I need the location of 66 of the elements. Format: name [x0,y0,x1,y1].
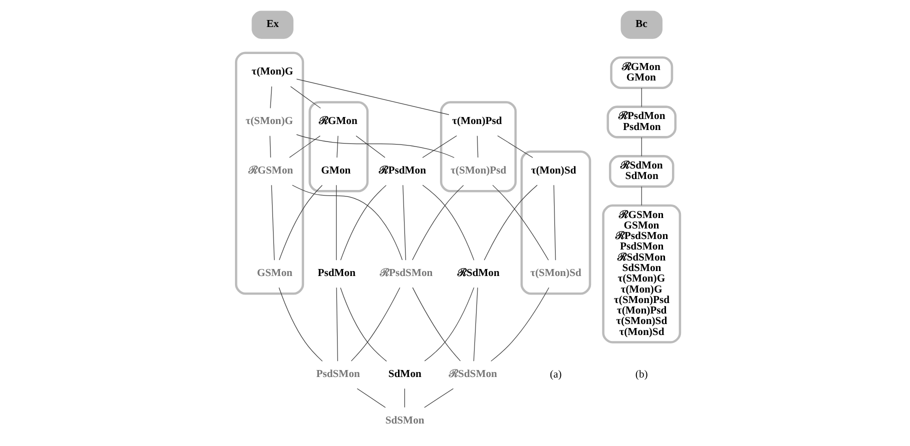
cluster [440,101,517,192]
connector [422,135,457,158]
label: (a) [550,370,562,381]
connector [290,86,321,108]
node-text: PsdMon [318,268,356,279]
connector [490,287,550,362]
node-text: PsdSMon [316,368,360,380]
connector [350,287,400,362]
node-text: τ(Mon)Psd [452,116,502,128]
node-text: τ(Mon)Sd [531,165,576,176]
connector [336,136,338,158]
connector [404,388,405,408]
connector [641,137,642,156]
connector [356,388,386,408]
node-text: SdSMon [385,415,424,426]
node-text: τ(SMon)Sd [530,268,582,279]
connector [296,78,450,116]
connector [336,287,338,362]
node-text: GSMon [256,268,292,279]
node-text: ℛSdMon [457,268,500,279]
connector [412,287,461,362]
node-text: ℛSdSMon [449,368,498,380]
node-text: ℛPsdSMon [380,268,433,279]
node-text: ℛPsdMon [379,165,426,176]
node-text: GMon [321,165,351,176]
connector [340,287,387,362]
connector [402,184,406,260]
cluster [520,150,592,295]
node-text: SdMon [388,368,422,380]
node-box: Ex [252,10,294,39]
connector [340,185,386,260]
node-box: Bc [620,10,662,39]
connector [492,184,549,260]
connector [278,287,323,362]
connector [270,86,272,108]
cluster [234,52,304,295]
connector [424,287,474,362]
connector [292,184,403,260]
node-box: ℛGMon GMon [610,56,674,89]
label: (b) [635,370,648,381]
cluster [308,101,369,192]
connector [641,88,642,108]
connector [271,184,275,260]
connector [278,184,323,260]
connector [424,388,454,408]
node-text: ℛGMon [318,116,358,128]
connector [296,134,454,158]
connector [476,136,478,158]
connector [336,184,337,260]
connector [554,184,556,260]
node-box: ℛSdMon SdMon [608,155,674,188]
node-text: τ(SMon)Psd [450,165,506,176]
connector [497,135,534,158]
node-text: ℛGSMon [248,165,294,176]
connector [289,136,320,158]
node-box: ℛGSMon GSMon ℛPsdSMon PsdSMon ℛSdSMon SdSMon τ(SMon)G τ(Mon)G τ(SMon)Psd τ(Mon)Psd τ(SMon)Sd τ(Mon)Sd [602,204,682,344]
node-text: τ(Mon)G [252,66,294,78]
connector [356,136,386,158]
connector [641,186,642,206]
connector [422,184,474,260]
connector [412,185,464,260]
node-box: ℛPsdMon PsdMon [606,106,677,138]
connector [270,136,271,158]
connector [473,287,478,362]
node-text: τ(SMon)G [246,116,294,128]
connector [484,184,538,260]
